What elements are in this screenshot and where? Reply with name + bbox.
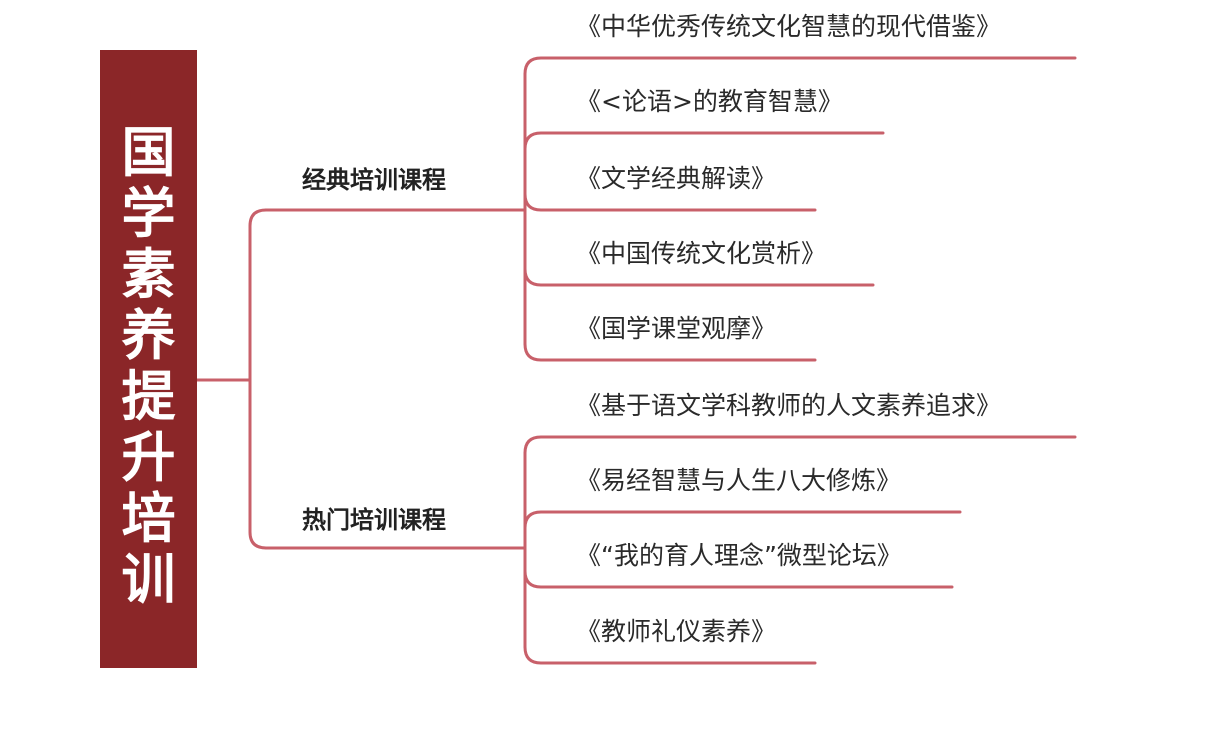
root-title-char: 升 (121, 425, 176, 489)
item-underline (523, 267, 875, 287)
root-title-char: 培 (121, 486, 176, 550)
root-title-char: 提 (121, 364, 176, 428)
category-label: 经典培训课程 (302, 166, 446, 194)
item-underline (523, 131, 885, 151)
trunk-connector (248, 208, 268, 550)
root-title-box: 国学素养提升培训 (100, 50, 197, 668)
course-item: 《基于语文学科教师的人文素养追求》 (576, 391, 1002, 420)
root-title-char: 学 (121, 181, 176, 245)
root-title-char: 训 (121, 547, 176, 611)
course-item: 《文学经典解读》 (576, 164, 777, 193)
root-title-char: 养 (121, 303, 176, 367)
item-underline (523, 342, 817, 362)
category-label: 热门培训课程 (302, 506, 446, 534)
course-item: 《中国传统文化赏析》 (576, 239, 827, 268)
course-item: 《教师礼仪素养》 (576, 617, 777, 646)
course-item: 《中华优秀传统文化智慧的现代借鉴》 (576, 12, 1002, 41)
course-item: 《“我的育人理念”微型论坛》 (576, 541, 902, 570)
item-underline (523, 569, 954, 589)
course-item: 《<论语>的教育智慧》 (576, 87, 843, 116)
item-underline (523, 56, 1077, 76)
item-underline (523, 645, 817, 665)
item-underline (523, 510, 962, 530)
course-item: 《国学课堂观摩》 (576, 314, 777, 343)
root-title-char: 素 (121, 242, 176, 306)
item-underline (523, 192, 817, 212)
item-underline (523, 435, 1077, 455)
root-title-char: 国 (121, 120, 176, 184)
course-item: 《易经智慧与人生八大修炼》 (576, 466, 902, 495)
